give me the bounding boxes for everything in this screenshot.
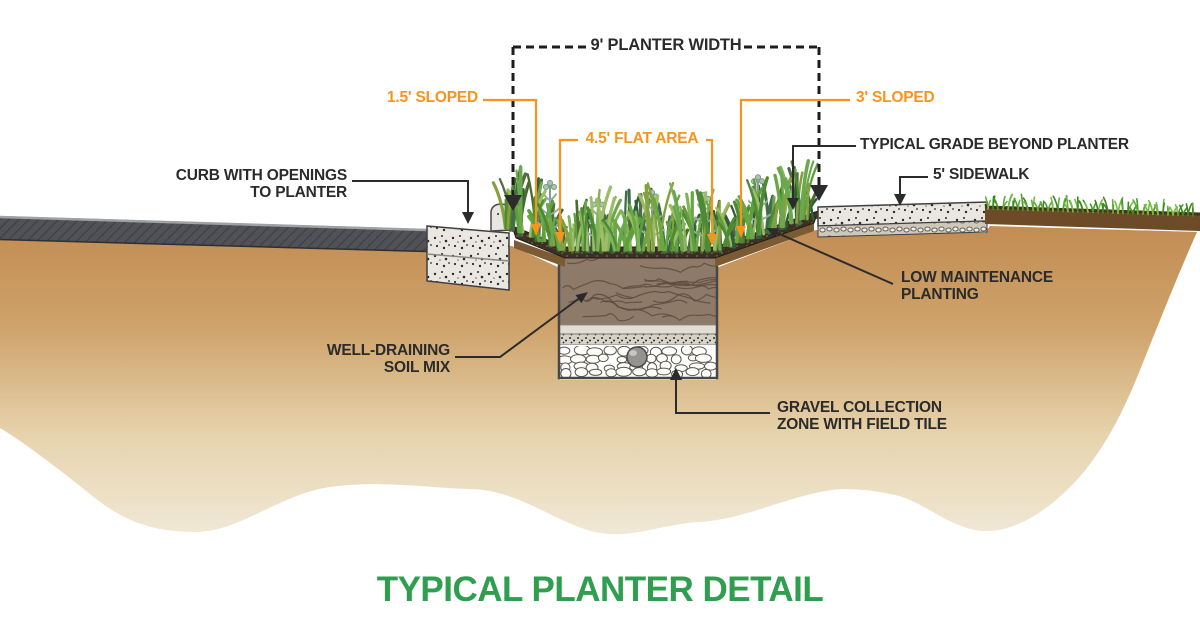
down-arrow (787, 198, 799, 210)
down-arrow (531, 224, 541, 236)
black-callout-leaders (352, 145, 928, 414)
soil-mix-label: WELL-DRAINING SOIL MIX (250, 342, 450, 376)
down-arrow (736, 226, 746, 238)
down-arrow (894, 194, 906, 206)
planter-width-label: 9' PLANTER WIDTH (590, 36, 742, 54)
road-asphalt (0, 215, 428, 253)
left-slope-label: 1.5' SLOPED (386, 89, 478, 106)
up-left-arrow (766, 228, 779, 238)
soil-mix-line2: SOIL MIX (383, 358, 450, 376)
soil-mass (0, 226, 1197, 535)
gravel-zone-line1: GRAVEL COLLECTION (777, 399, 942, 416)
down-arrow (707, 234, 717, 246)
right-slope-subsoil (715, 222, 814, 267)
left-slope-subsoil (514, 240, 565, 267)
flat-area-label: 4.5' FLAT AREA (585, 130, 699, 147)
gravel-zone-line2: ZONE WITH FIELD TILE (777, 415, 947, 433)
lawn-grass (984, 193, 1194, 217)
orange-dimension-leaders (483, 98, 850, 246)
curb-panel (426, 225, 510, 291)
sidewalk-label: 5' SIDEWALK (933, 166, 1030, 183)
down-arrow (504, 195, 522, 211)
sidewalk (817, 201, 988, 238)
curb-label-line2: TO PLANTER (250, 183, 347, 201)
gravel-zone-label: GRAVEL COLLECTION ZONE WITH FIELD TILE (777, 399, 947, 433)
down-arrow (555, 232, 565, 244)
planter-box (557, 253, 719, 380)
field-tile (626, 346, 648, 368)
grade-beyond-label: TYPICAL GRADE BEYOND PLANTER (860, 136, 1129, 153)
gravel-texture (560, 346, 716, 377)
curb-label-line1: CURB WITH OPENINGS (175, 167, 347, 184)
up-arrow (670, 368, 682, 380)
low-maintenance-line1: LOW MAINTENANCE (901, 269, 1053, 286)
down-arrow (810, 185, 828, 201)
low-maintenance-planting (491, 159, 821, 254)
soil-mix-line1: WELL-DRAINING (326, 342, 450, 359)
diagram-title: TYPICAL PLANTER DETAIL (376, 570, 824, 609)
low-maintenance-label: LOW MAINTENANCE PLANTING (901, 269, 1053, 303)
up-right-arrow (575, 292, 588, 304)
down-arrow (462, 212, 474, 224)
planter-width-dimension (504, 45, 828, 211)
right-slope-label: 3' SLOPED (856, 89, 935, 106)
low-maintenance-line2: PLANTING (901, 285, 979, 303)
curb-label: CURB WITH OPENINGS TO PLANTER (147, 167, 347, 201)
